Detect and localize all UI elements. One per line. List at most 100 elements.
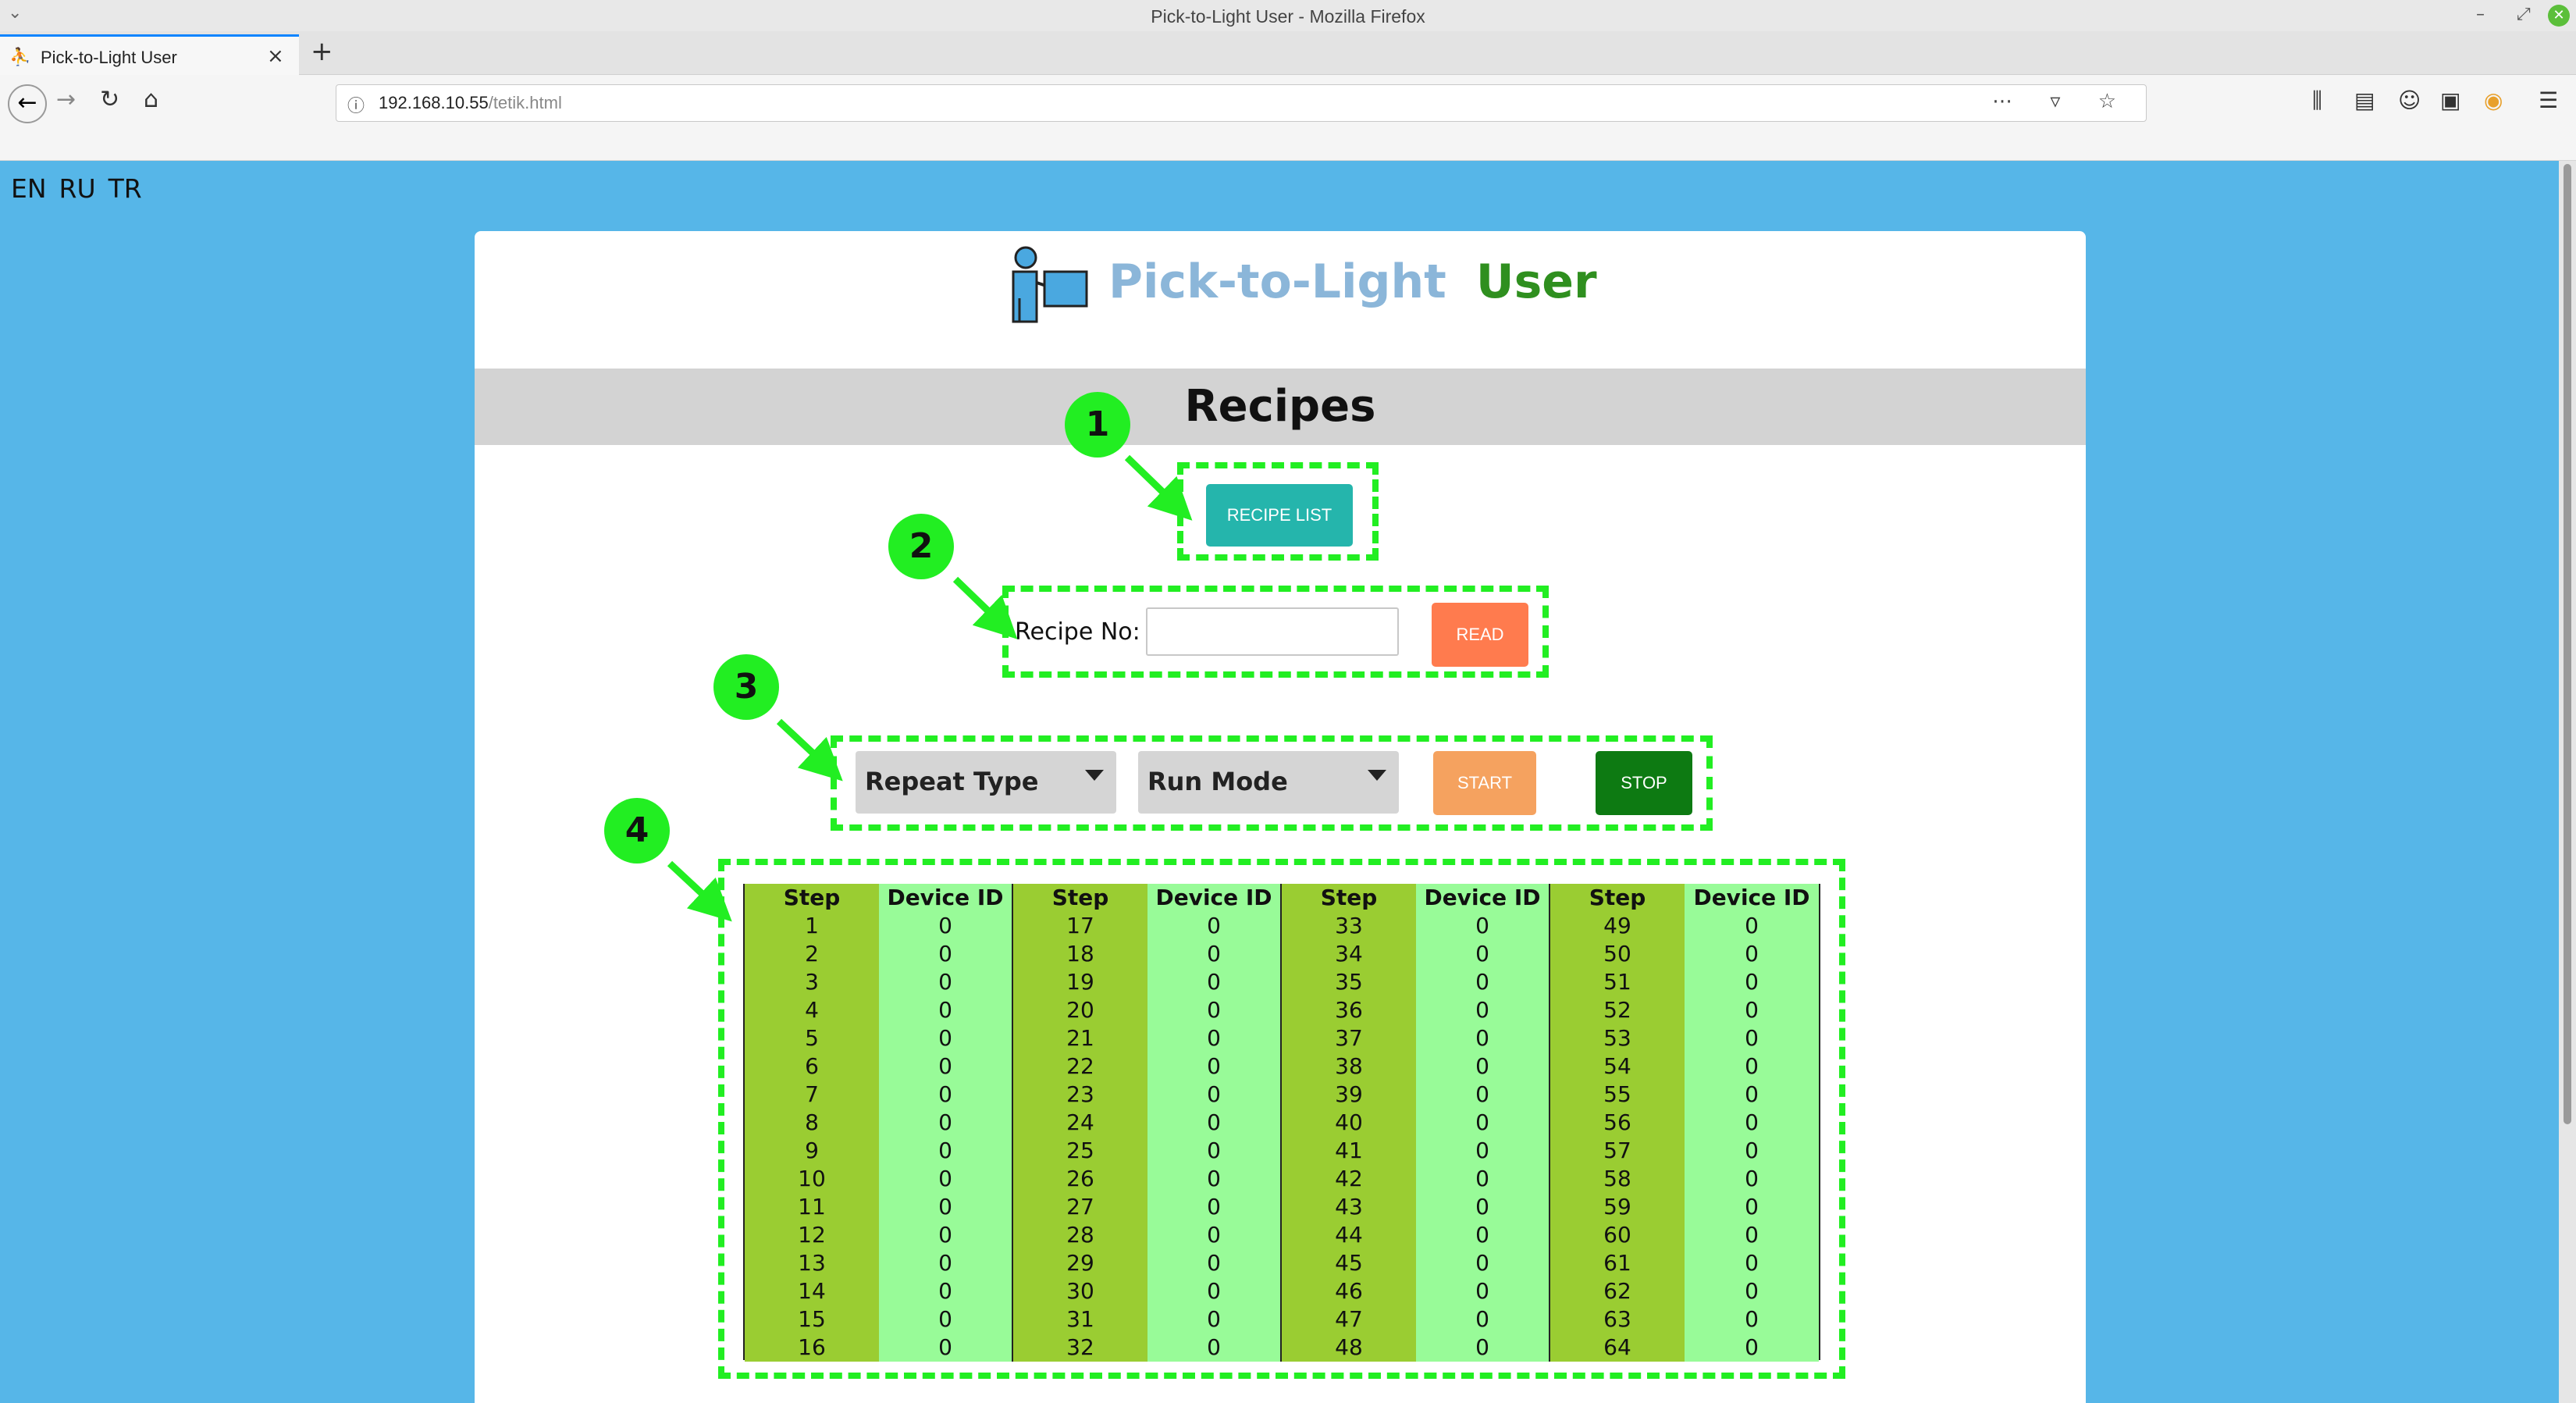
step-cell: 64 [1603, 1334, 1631, 1360]
step-header: Step [783, 885, 841, 910]
device-id-cell: 0 [1207, 1250, 1221, 1276]
annotation-marker-1: 1 [1065, 392, 1130, 458]
run-mode-select[interactable]: Run Mode [1138, 751, 1399, 814]
start-button[interactable]: START [1433, 751, 1536, 815]
device-id-cell: 0 [938, 1025, 952, 1051]
step-cell: 4 [805, 997, 819, 1023]
url-bar[interactable]: ⓘ 192.168.10.55/tetik.html ⋯ ▿ ☆ [336, 84, 2147, 122]
dropdown-arrow-icon [1085, 770, 1104, 781]
account-icon[interactable]: ☺ [2398, 87, 2421, 113]
device-id-cell: 0 [938, 969, 952, 995]
device-id-cell: 0 [938, 1250, 952, 1276]
lang-ru-link[interactable]: RU [59, 173, 96, 204]
page-actions[interactable]: ⋯ ▿ ☆ [1992, 90, 2132, 113]
forward-icon[interactable]: → [56, 86, 76, 113]
step-cell: 23 [1066, 1081, 1094, 1107]
device-id-cell: 0 [1745, 1278, 1759, 1304]
device-id-cell: 0 [1475, 1250, 1489, 1276]
device-id-cell: 0 [1207, 1081, 1221, 1107]
window-title: Pick-to-Light User - Mozilla Firefox [1151, 6, 1425, 27]
menu-icon[interactable]: ☰ [2539, 87, 2559, 113]
device-id-cell: 0 [1745, 1222, 1759, 1248]
recipe-no-label: Recipe No: [1015, 618, 1140, 646]
step-cell: 24 [1066, 1109, 1094, 1135]
main-card: Pick-to-Light User Recipes RECIPE LIST Re… [475, 231, 2086, 1403]
device-id-cell: 0 [1475, 1025, 1489, 1051]
device-id-cell: 0 [1745, 1109, 1759, 1135]
device-id-cell: 0 [1207, 1334, 1221, 1360]
device-id-cell: 0 [1207, 1222, 1221, 1248]
step-cell: 50 [1603, 941, 1631, 967]
browser-tab[interactable]: ⛹ Pick-to-Light User × [0, 34, 299, 77]
lang-tr-link[interactable]: TR [108, 173, 142, 204]
read-button[interactable]: READ [1432, 603, 1528, 667]
device-id-cell: 0 [938, 1166, 952, 1191]
device-id-cell: 0 [938, 1306, 952, 1332]
brand-title: Pick-to-Light User [1108, 255, 1597, 309]
run-mode-label: Run Mode [1147, 767, 1288, 796]
minimize-icon[interactable]: – [2476, 5, 2485, 24]
step-cell: 13 [798, 1250, 826, 1276]
repeat-type-select[interactable]: Repeat Type [856, 751, 1116, 814]
device-id-cell: 0 [1207, 1306, 1221, 1332]
step-cell: 55 [1603, 1081, 1631, 1107]
step-cell: 27 [1066, 1194, 1094, 1220]
device-id-cell: 0 [1207, 913, 1221, 938]
step-cell: 3 [805, 969, 819, 995]
screenshot-icon[interactable]: ▣ [2440, 87, 2461, 113]
brand-part1: Pick-to-Light [1108, 255, 1446, 309]
step-cell: 11 [798, 1194, 826, 1220]
step-cell: 10 [798, 1166, 826, 1191]
new-tab-icon[interactable]: + [311, 36, 333, 67]
device-id-cell: 0 [1475, 1109, 1489, 1135]
device-id-cell: 0 [1475, 941, 1489, 967]
language-switcher: EN RU TR [11, 173, 155, 204]
step-cell: 15 [798, 1306, 826, 1332]
device-id-cell: 0 [1207, 1166, 1221, 1191]
step-cell: 47 [1335, 1306, 1363, 1332]
stop-button[interactable]: STOP [1596, 751, 1692, 815]
lang-en-link[interactable]: EN [11, 173, 47, 204]
device-id-cell: 0 [1475, 1278, 1489, 1304]
section-title: Recipes [1184, 381, 1376, 432]
step-cell: 48 [1335, 1334, 1363, 1360]
step-cell: 51 [1603, 969, 1631, 995]
step-header: Step [1589, 885, 1646, 910]
reload-icon[interactable]: ↻ [100, 86, 120, 113]
device-id-cell: 0 [1475, 1166, 1489, 1191]
scrollbar-thumb[interactable] [2564, 164, 2571, 1124]
recipe-list-button[interactable]: RECIPE LIST [1206, 484, 1353, 547]
window-menu-icon[interactable]: ⌄ [8, 3, 23, 23]
step-cell: 30 [1066, 1278, 1094, 1304]
close-window-icon[interactable]: ✕ [2548, 5, 2570, 27]
device-id-cell: 0 [1745, 1166, 1759, 1191]
step-cell: 12 [798, 1222, 826, 1248]
device-id-cell: 0 [938, 1334, 952, 1360]
step-cell: 9 [805, 1138, 819, 1163]
maximize-icon[interactable]: ⤢ [2517, 5, 2531, 24]
sidebar-icon[interactable]: ▤ [2354, 87, 2375, 113]
device-id-cell: 0 [1475, 1138, 1489, 1163]
page-scrollbar[interactable] [2559, 161, 2576, 1403]
recipe-no-input[interactable] [1146, 607, 1399, 656]
device-id-cell: 0 [1207, 941, 1221, 967]
step-header: Step [1051, 885, 1109, 910]
extension-icon[interactable]: ◉ [2484, 87, 2503, 113]
back-icon[interactable]: ← [8, 84, 47, 123]
device-id-cell: 0 [1745, 1306, 1759, 1332]
device-id-cell: 0 [1475, 1081, 1489, 1107]
site-info-icon[interactable]: ⓘ [347, 97, 365, 116]
brand-part2: User [1475, 255, 1597, 309]
library-icon[interactable]: ⫼ [2312, 87, 2322, 113]
home-icon[interactable]: ⌂ [144, 86, 159, 113]
device-id-cell: 0 [938, 997, 952, 1023]
tab-close-icon[interactable]: × [267, 45, 284, 68]
step-cell: 8 [805, 1109, 819, 1135]
step-cell: 56 [1603, 1109, 1631, 1135]
step-cell: 59 [1603, 1194, 1631, 1220]
device-id-header: Device ID [1693, 885, 1810, 910]
